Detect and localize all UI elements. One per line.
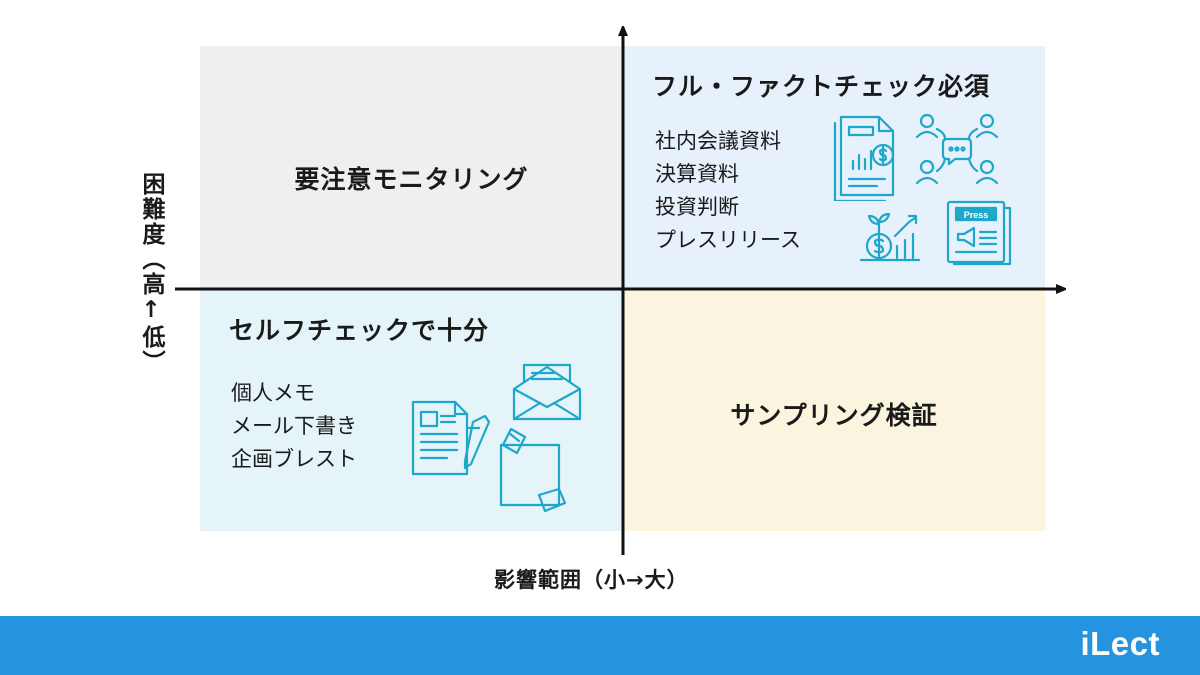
quadrant-top-left: 要注意モニタリング [200,46,623,289]
list-item: メール下書き [231,414,357,438]
document-edit-icon [411,400,491,476]
list-item: 投資判断 [655,195,739,219]
list-item: 決算資料 [655,162,739,186]
press-icon-text: Press [964,210,989,220]
list-item: 個人メモ [231,381,315,405]
sticky-note-icon [499,427,567,513]
quadrant-top-right: フル・ファクトチェック必須 社内会議資料 決算資料 投資判断 プレスリリース [623,46,1045,289]
item-list-self-check: 個人メモ メール下書き 企画ブレスト [231,377,357,476]
x-axis-label: 影響範囲（小→大） [494,568,689,592]
list-item: 社内会議資料 [655,129,781,153]
ilect-logo: iLect [1080,625,1160,662]
y-axis-label: 困難度（高↑低） [138,172,164,375]
quadrant-bottom-right: サンプリング検証 [623,289,1045,531]
item-list-full-factcheck: 社内会議資料 決算資料 投資判断 プレスリリース [655,125,801,257]
quadrant-title-full-factcheck: フル・ファクトチェック必須 [652,72,991,101]
envelope-icon [512,363,582,421]
quadrant-title-sampling: サンプリング検証 [730,401,938,430]
list-item: プレスリリース [655,228,801,252]
footer-bar: iLect [0,616,1200,675]
financial-report-icon [833,115,895,201]
press-release-icon: Press [946,200,1012,266]
investment-growth-icon [859,212,921,262]
list-item: 企画ブレスト [231,447,357,471]
meeting-network-icon [915,113,999,185]
quadrant-title-self-check: セルフチェックで十分 [229,316,490,345]
quadrant-title-monitoring: 要注意モニタリング [294,165,529,194]
